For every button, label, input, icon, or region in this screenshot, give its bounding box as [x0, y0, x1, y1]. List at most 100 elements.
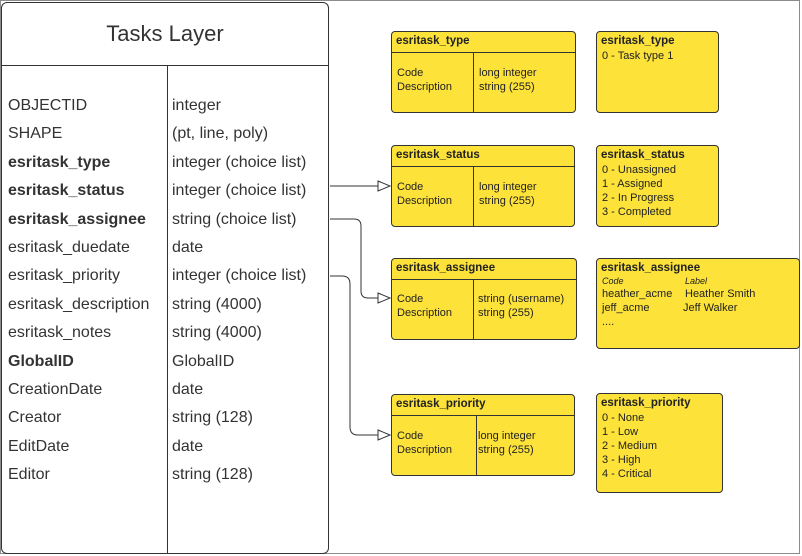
priority-desc-type: string (255): [478, 444, 534, 456]
field-row: Editor string (128): [2, 463, 328, 491]
field-row: esritask_duedate date: [2, 236, 328, 264]
domain-value: 4 - Critical: [602, 468, 652, 480]
table-title: Tasks Layer: [2, 3, 328, 66]
field-name: SHAPE: [8, 125, 63, 143]
field-row: esritask_status integer (choice list): [2, 179, 328, 207]
priority-values-box: esritask_priority 0 - None 1 - Low 2 - Med…: [596, 393, 723, 493]
field-type: integer (choice list): [172, 182, 307, 200]
status-values-box: esritask_status 0 - Unassigned 1 - Assign…: [596, 145, 719, 227]
status-code-type: long integer: [479, 181, 537, 193]
priority-structure-box: esritask_priority Code Description long …: [391, 394, 575, 476]
field-row: esritask_priority integer (choice list): [2, 264, 328, 292]
field-name: esritask_description: [8, 295, 150, 313]
priority-values-list: 0 - None 1 - Low 2 - Medium 3 - High 4 - Cri…: [602, 411, 657, 481]
domain-value: 3 - High: [602, 454, 641, 466]
priority-code-label: Code: [397, 430, 424, 442]
domain-value: 0 - Unassigned: [602, 164, 676, 176]
field-type: date: [172, 437, 204, 455]
domain-value: 0 - None: [602, 412, 645, 424]
status-values-list: 0 - Unassigned 1 - Assigned 2 - In Progres…: [602, 163, 676, 219]
field-row: SHAPE (pt, line, poly): [2, 122, 328, 150]
field-name: esritask_duedate: [8, 239, 130, 256]
field-name: EditDate: [8, 437, 70, 455]
field-name: esritask_status: [8, 182, 125, 200]
assignee-structure-box: esritask_assignee Code Description strin…: [391, 258, 577, 340]
assignee-values-title: esritask_assignee: [601, 262, 701, 274]
type-values-list: 0 - Task type 1: [602, 49, 673, 63]
field-row: GlobalID GlobalID: [2, 350, 328, 378]
status-structure-box: esritask_status Code Description long in…: [391, 145, 575, 227]
assignee-desc-label: Description: [397, 307, 453, 319]
field-name: CreationDate: [8, 381, 103, 398]
field-name: GlobalID: [8, 352, 74, 370]
status-box-title: esritask_status: [396, 149, 480, 161]
field-type: integer: [172, 97, 221, 114]
domain-value: 1 - Assigned: [602, 178, 663, 190]
assignee-code-type: string (username): [478, 293, 565, 305]
domain-value: 3 - Completed: [602, 206, 672, 218]
field-type: string (choice list): [172, 210, 297, 228]
field-row: esritask_type integer (choice list): [2, 151, 328, 179]
assignee-more: ....: [602, 316, 615, 328]
field-type: GlobalID: [172, 352, 235, 370]
priority-desc-label: Description: [397, 444, 453, 456]
type-code-type: long integer: [479, 67, 537, 79]
field-row: CreationDate date: [2, 378, 328, 406]
assignee-col-label: Label: [685, 276, 708, 286]
assignee-box-title: esritask_assignee: [396, 262, 496, 274]
assignee-code-label: Code: [397, 293, 424, 305]
type-box-title: esritask_type: [396, 35, 470, 47]
assignee-row-code: heather_acme: [602, 288, 673, 300]
type-values-title: esritask_type: [601, 35, 675, 47]
type-code-label: Code: [397, 67, 424, 79]
field-name: esritask_type: [8, 153, 111, 171]
domain-value: 2 - Medium: [602, 440, 658, 452]
field-name: esritask_notes: [8, 324, 112, 342]
domain-value: 1 - Low: [602, 426, 639, 438]
field-type: string (4000): [172, 324, 262, 342]
priority-box-title: esritask_priority: [396, 398, 486, 410]
field-row: Creator string (128): [2, 406, 328, 434]
assignee-col-code: Code: [602, 276, 624, 286]
priority-code-type: long integer: [478, 430, 536, 442]
assignee-values-box: esritask_assignee Code Label heather_acm…: [596, 258, 800, 349]
field-row: EditDate date: [2, 435, 328, 463]
table-column-divider: [167, 65, 168, 553]
domain-value: 0 - Task type 1: [602, 50, 674, 62]
assignee-row-label: Jeff Walker: [683, 302, 738, 314]
connector-assignee: [330, 218, 390, 298]
field-name: Creator: [8, 409, 62, 427]
field-row: esritask_description string (4000): [2, 293, 328, 321]
field-type: string (128): [172, 409, 253, 427]
status-code-label: Code: [397, 181, 424, 193]
field-type: date: [172, 381, 204, 398]
field-type: date: [172, 239, 204, 256]
type-desc-label: Description: [397, 81, 453, 93]
field-name: esritask_priority: [8, 267, 121, 285]
field-type: string (4000): [172, 295, 262, 313]
domain-value: 2 - In Progress: [602, 192, 675, 204]
assignee-desc-type: string (255): [478, 307, 534, 319]
field-row: esritask_notes string (4000): [2, 321, 328, 349]
field-name: Editor: [8, 466, 50, 484]
connector-priority: [330, 275, 390, 435]
assignee-row-label: Heather Smith: [685, 288, 756, 300]
field-name: esritask_assignee: [8, 210, 146, 228]
field-type: integer (choice list): [172, 153, 307, 171]
type-values-box: esritask_type 0 - Task type 1: [596, 31, 719, 113]
field-row: esritask_assignee string (choice list): [2, 208, 328, 236]
priority-values-title: esritask_priority: [601, 397, 691, 409]
type-desc-type: string (255): [479, 81, 535, 93]
field-type: (pt, line, poly): [172, 125, 269, 143]
field-row: OBJECTID integer: [2, 94, 328, 122]
assignee-row-code: jeff_acme: [602, 302, 650, 314]
status-desc-type: string (255): [479, 195, 535, 207]
field-type: integer (choice list): [172, 267, 307, 285]
field-type: string (128): [172, 466, 253, 484]
status-desc-label: Description: [397, 195, 453, 207]
status-values-title: esritask_status: [601, 149, 685, 161]
field-name: OBJECTID: [8, 97, 88, 114]
type-structure-box: esritask_type Code Description long inte…: [391, 31, 576, 113]
